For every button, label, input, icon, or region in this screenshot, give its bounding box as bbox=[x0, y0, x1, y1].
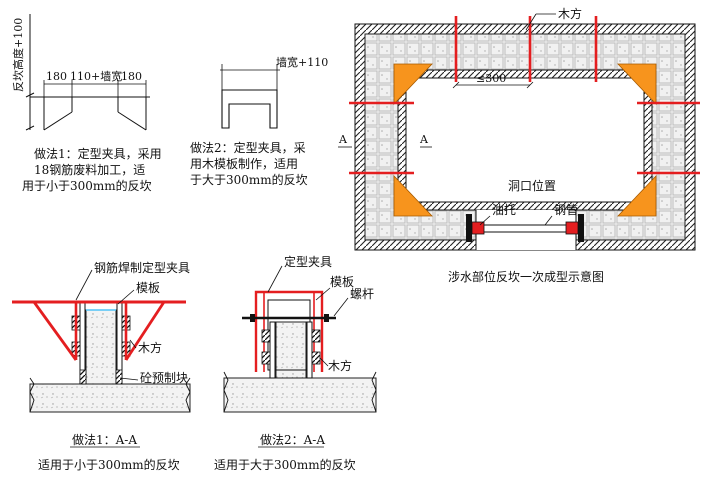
dim-tick bbox=[25, 125, 35, 131]
section1-break-left bbox=[29, 377, 35, 413]
method2-desc-line-1: 做法2：定型夹具，采 bbox=[190, 140, 306, 155]
section2-label-clamp: 定型夹具 bbox=[284, 254, 332, 269]
section2-title: 做法2：A-A bbox=[260, 432, 325, 447]
section2-break-left bbox=[223, 371, 229, 413]
section2-break-right bbox=[371, 371, 377, 413]
section1-upstand bbox=[85, 309, 117, 385]
section1-label-form: 模板 bbox=[136, 281, 160, 295]
section1-drawing bbox=[12, 269, 191, 448]
plan-label-bracket: 油托 bbox=[492, 203, 516, 217]
method1-brace-right bbox=[117, 111, 147, 131]
plan-opening bbox=[405, 77, 645, 203]
section2-upstand bbox=[275, 321, 307, 379]
section2-bolt-leader bbox=[333, 297, 349, 317]
bracket-leader bbox=[479, 215, 491, 226]
section2-wood-1 bbox=[261, 329, 271, 343]
method1-dim-middle: 110+墙宽 bbox=[70, 69, 122, 83]
section-mark-a-left: A bbox=[338, 133, 348, 146]
section1-clamp-leader bbox=[75, 269, 93, 301]
corner-bottom-left bbox=[393, 174, 433, 217]
steel-pipe bbox=[479, 224, 577, 233]
section2-drawing bbox=[223, 265, 377, 448]
section2-clamp-leader bbox=[267, 265, 283, 293]
section1-clamp-brace-left bbox=[32, 301, 78, 361]
method2-wooden-clamp bbox=[221, 89, 278, 129]
section2-wood-4 bbox=[311, 351, 321, 365]
bracket-left-plate bbox=[466, 214, 472, 242]
plan-view bbox=[338, 13, 700, 251]
method1-dim-180-right: 180 bbox=[121, 70, 142, 83]
section2-label-form: 模板 bbox=[330, 275, 354, 289]
method1-vertical-dim-label: 反坎高度+100 bbox=[11, 18, 25, 92]
plan-caption: 涉水部位反坎一次成型示意图 bbox=[448, 269, 604, 284]
section2-label-wood: 木方 bbox=[328, 358, 352, 373]
section1-title: 做法1：A-A bbox=[72, 432, 137, 447]
section1-label-clamp: 钢筋焊制定型夹具 bbox=[94, 260, 190, 275]
method1-clamp-drawing bbox=[25, 14, 150, 131]
section-mark-a-right: A bbox=[419, 133, 429, 146]
section1-slab bbox=[29, 383, 191, 413]
plan-label-opening: 洞口位置 bbox=[508, 178, 556, 193]
section2-form-leader bbox=[315, 287, 331, 301]
section2-label-bolt: 螺杆 bbox=[350, 287, 374, 301]
dim-tick bbox=[25, 92, 35, 98]
section1-label-wood: 木方 bbox=[138, 340, 162, 355]
section1-wood-leader bbox=[129, 339, 137, 349]
section1-block-leader bbox=[119, 377, 139, 381]
section2-form-left bbox=[269, 321, 276, 379]
section1-block-right bbox=[115, 369, 123, 385]
corner-top-right bbox=[617, 63, 657, 106]
plan-spacing-dim: ≤300 bbox=[476, 72, 506, 85]
section1-clamp-brace-right bbox=[124, 301, 166, 361]
section1-label-block: 砼预制块 bbox=[140, 371, 188, 385]
section2-wood-leader bbox=[319, 357, 329, 367]
bracket-left-nut bbox=[471, 221, 485, 235]
pipe-leader bbox=[544, 215, 553, 226]
method1-dim-180-left: 180 bbox=[46, 70, 67, 83]
section2-clamp bbox=[254, 290, 324, 372]
method1-desc-line-3: 用于小于300mm的反坎 bbox=[22, 178, 152, 193]
section2-wood-3 bbox=[311, 329, 321, 343]
plan-red-clamps bbox=[349, 16, 700, 175]
method2-dim-width: 墙宽+110 bbox=[276, 55, 328, 69]
section2-slab bbox=[223, 377, 377, 413]
method2-desc-line-3: 于大于300mm的反坎 bbox=[190, 172, 308, 187]
method2-clamp-drawing bbox=[220, 64, 280, 129]
corner-bottom-right bbox=[617, 174, 657, 217]
corner-top-left bbox=[393, 63, 433, 106]
section2-subtitle: 适用于大于300mm的反坎 bbox=[214, 457, 356, 472]
plan-label-wood: 木方 bbox=[558, 6, 582, 21]
method1-desc-line-1: 做法1：定型夹具，采用 bbox=[34, 146, 162, 161]
method1-brace-left bbox=[43, 111, 73, 131]
bracket-right-nut bbox=[565, 221, 579, 235]
method1-desc-line-2: 18钢筋废料加工，适 bbox=[34, 162, 145, 177]
section1-block-left bbox=[79, 369, 87, 385]
bracket-right-plate bbox=[578, 214, 584, 242]
section1-break-right bbox=[185, 377, 191, 413]
method2-desc-line-2: 用木模板制作，适用 bbox=[190, 157, 298, 171]
section2-wood-2 bbox=[261, 351, 271, 365]
plan-label-pipe: 钢管 bbox=[554, 202, 578, 217]
section2-form-right bbox=[306, 321, 313, 379]
section1-form-leader bbox=[117, 289, 135, 305]
section1-subtitle: 适用于小于300mm的反坎 bbox=[38, 457, 180, 472]
